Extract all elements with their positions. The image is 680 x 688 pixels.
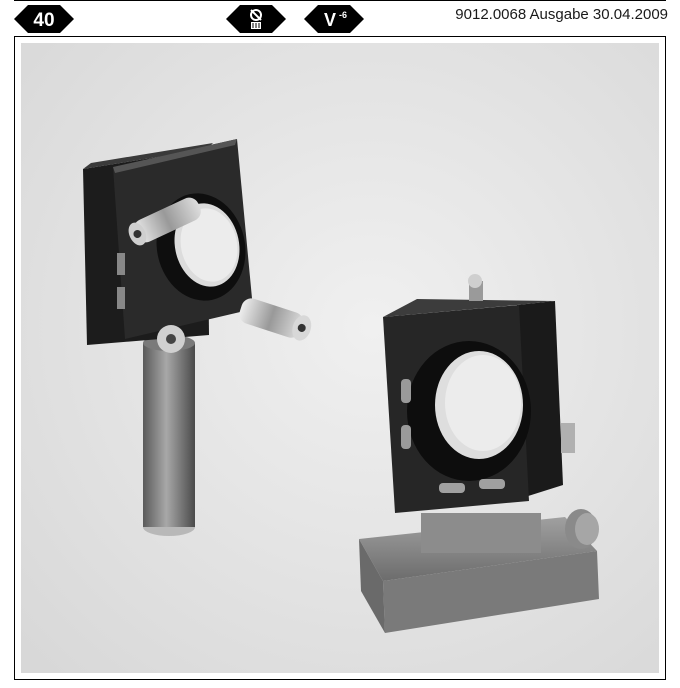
document-reference: 9012.0068 Ausgabe 30.04.2009 xyxy=(455,6,668,23)
header-rule xyxy=(14,0,666,1)
page-number: 40 xyxy=(33,10,54,31)
right-mirror-mount xyxy=(359,274,599,633)
voltage-icon: V -6 xyxy=(304,5,364,33)
figure-frame xyxy=(14,36,666,680)
voltage-symbol: V xyxy=(324,10,336,30)
hazard-icon xyxy=(226,5,286,33)
product-photo xyxy=(21,43,659,673)
left-mirror-mount xyxy=(83,139,312,536)
voltage-superscript: -6 xyxy=(339,10,347,20)
page-number-badge: 40 xyxy=(14,5,74,33)
